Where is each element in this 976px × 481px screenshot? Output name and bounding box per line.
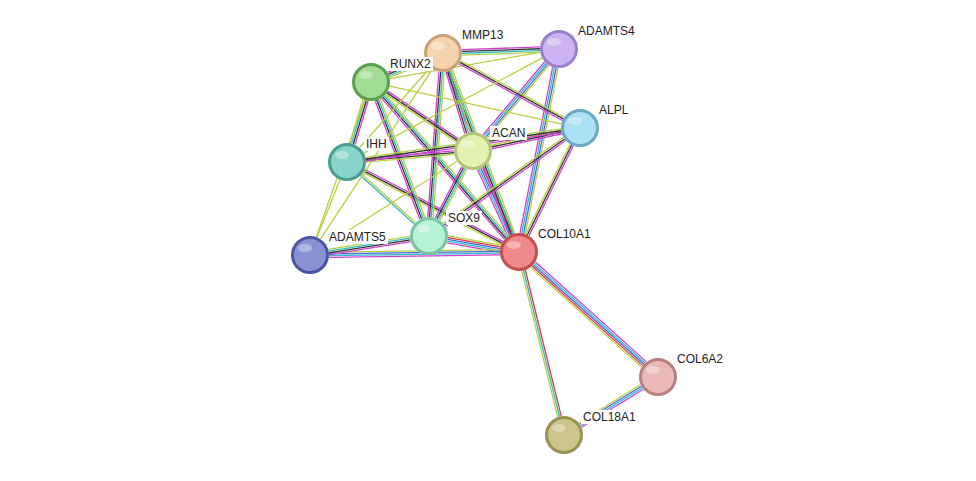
node-highlight	[359, 71, 373, 79]
interaction-edge	[531, 262, 647, 367]
evidence-line	[580, 386, 642, 424]
evidence-line	[317, 180, 340, 238]
node-label: COL6A2	[675, 352, 725, 366]
node-circle	[293, 238, 328, 273]
node-highlight	[298, 244, 312, 252]
evidence-line	[386, 94, 457, 142]
node-circle	[547, 418, 582, 453]
evidence-line	[361, 175, 415, 224]
node-circle	[410, 217, 448, 255]
node-circle	[330, 145, 365, 180]
node-highlight	[552, 424, 566, 432]
node-highlight	[431, 42, 445, 50]
evidence-line	[461, 61, 565, 118]
node-circle	[563, 111, 598, 146]
protein-node: COL6A2	[639, 358, 677, 396]
protein-node: ALPL	[561, 109, 599, 147]
node-circle	[641, 360, 676, 395]
node-circle	[454, 132, 492, 170]
interaction-edge	[446, 70, 470, 133]
interaction-edge	[522, 270, 561, 417]
node-circle	[291, 236, 329, 274]
node-circle	[542, 32, 577, 67]
evidence-line	[582, 389, 644, 427]
evidence-line	[531, 267, 642, 367]
evidence-line	[522, 271, 558, 417]
protein-node: ADAMTS4	[540, 30, 578, 68]
node-highlight	[568, 117, 582, 125]
node-label: ADAMTS4	[576, 24, 637, 38]
protein-node: ADAMTS5	[291, 236, 329, 274]
evidence-line	[524, 270, 560, 416]
evidence-line	[431, 72, 442, 217]
evidence-line	[390, 86, 562, 124]
interaction-edge	[462, 47, 540, 55]
node-label: MMP13	[460, 28, 505, 42]
evidence-line	[446, 72, 465, 134]
protein-node: IHH	[328, 143, 366, 181]
node-circle	[354, 65, 389, 100]
node-label: COL18A1	[581, 410, 638, 424]
interaction-edge	[428, 72, 444, 218]
interaction-edge	[526, 144, 573, 235]
evidence-line	[462, 52, 540, 55]
evidence-line	[532, 266, 643, 366]
evidence-line	[536, 262, 647, 362]
evidence-line	[433, 72, 444, 217]
evidence-line	[316, 100, 364, 237]
evidence-line	[525, 270, 561, 416]
evidence-line	[581, 388, 643, 426]
evidence-line	[451, 70, 513, 234]
evidence-line	[364, 58, 542, 153]
protein-node: COL18A1	[545, 416, 583, 454]
node-highlight	[335, 151, 349, 159]
evidence-line	[526, 144, 570, 234]
node-circle	[412, 219, 447, 254]
evidence-line	[460, 62, 564, 119]
protein-node: RUNX2	[352, 63, 390, 101]
node-highlight	[507, 241, 521, 249]
interaction-edge	[361, 174, 416, 224]
interaction-edge	[459, 61, 564, 121]
node-circle	[456, 134, 491, 169]
node-highlight	[547, 38, 561, 46]
node-circle	[352, 63, 390, 101]
node-label: ACAN	[490, 126, 527, 140]
evidence-line	[459, 64, 563, 121]
protein-node: ACAN	[454, 132, 492, 170]
node-highlight	[417, 225, 431, 233]
evidence-line	[485, 63, 547, 136]
node-label: RUNX2	[388, 57, 433, 71]
node-label: COL10A1	[536, 227, 593, 241]
node-circle	[540, 30, 578, 68]
evidence-line	[452, 70, 514, 234]
protein-node: COL10A1	[500, 233, 538, 271]
evidence-line	[362, 174, 416, 223]
node-highlight	[461, 140, 475, 148]
node-label: ADAMTS5	[327, 230, 388, 244]
node-circle	[561, 109, 599, 147]
node-label: IHH	[364, 137, 389, 151]
interaction-edge	[579, 385, 643, 428]
node-label: ALPL	[597, 103, 630, 117]
protein-node: SOX9	[410, 217, 448, 255]
interaction-edge	[364, 58, 542, 153]
evidence-line	[533, 265, 644, 365]
node-highlight	[646, 366, 660, 374]
node-circle	[502, 235, 537, 270]
evidence-line	[534, 263, 645, 363]
evidence-line	[387, 93, 458, 141]
evidence-line	[520, 67, 553, 233]
node-circle	[500, 233, 538, 271]
node-label: SOX9	[446, 211, 482, 225]
node-circle	[545, 416, 583, 454]
node-circle	[328, 143, 366, 181]
interaction-edge	[316, 100, 364, 237]
node-circle	[639, 358, 677, 396]
interaction-edge	[317, 180, 340, 238]
interaction-edge	[390, 86, 562, 124]
